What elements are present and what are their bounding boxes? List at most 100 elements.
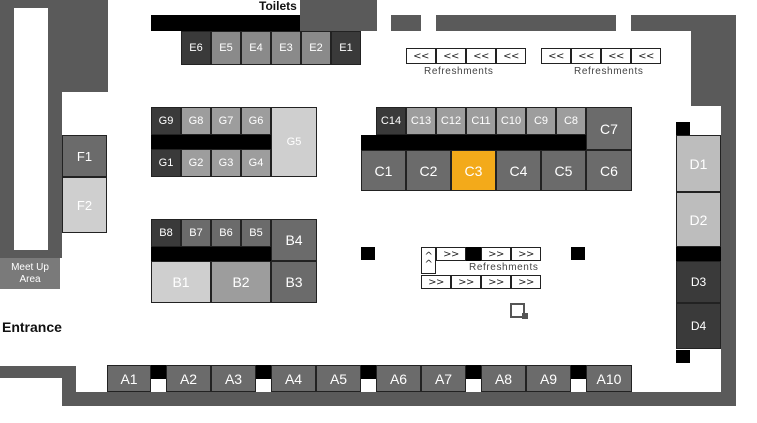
booth-c12[interactable]: C12 [436, 107, 466, 135]
left-arrow: << [571, 48, 601, 64]
booth-g7[interactable]: G7 [211, 107, 241, 135]
refreshments-label: Refreshments [469, 262, 539, 273]
wall-meetup-strip [0, 250, 60, 258]
right-arrow: >> [436, 247, 466, 261]
toilets-label-box [258, 0, 300, 13]
wall-top-left-band [14, 0, 62, 8]
booth-f1[interactable]: F1 [62, 135, 107, 177]
wall-top-left [0, 0, 14, 258]
booth-c6[interactable]: C6 [586, 150, 632, 191]
booth-g3[interactable]: G3 [211, 149, 241, 177]
a-divider [256, 365, 271, 379]
booth-c4[interactable]: C4 [496, 150, 541, 191]
b-divider [151, 247, 271, 261]
booth-b7[interactable]: B7 [181, 219, 211, 247]
booth-b6[interactable]: B6 [211, 219, 241, 247]
right-arrow: >> [481, 247, 511, 261]
booth-c11[interactable]: C11 [466, 107, 496, 135]
a-divider [571, 365, 586, 379]
booth-a1[interactable]: A1 [107, 365, 151, 392]
wall-toilets-right [300, 0, 377, 31]
pillar [466, 247, 481, 261]
booth-c10[interactable]: C10 [496, 107, 526, 135]
booth-g9[interactable]: G9 [151, 107, 181, 135]
entrance-label: Entrance [2, 319, 62, 335]
booth-d1[interactable]: D1 [676, 135, 721, 192]
booth-b8[interactable]: B8 [151, 219, 181, 247]
booth-a8[interactable]: A8 [481, 365, 526, 392]
booth-f2[interactable]: F2 [62, 177, 107, 233]
toilets-bar [151, 15, 300, 31]
a-divider [151, 365, 166, 379]
pillar [676, 350, 690, 363]
left-arrow: << [496, 48, 526, 64]
booth-c2[interactable]: C2 [406, 150, 451, 191]
booth-e1[interactable]: E1 [331, 31, 361, 65]
wall-bottom [62, 392, 736, 406]
booth-b5[interactable]: B5 [241, 219, 271, 247]
booth-c1[interactable]: C1 [361, 150, 406, 191]
pillar [571, 247, 585, 260]
booth-c8[interactable]: C8 [556, 107, 586, 135]
c-divider [361, 135, 586, 150]
booth-g4[interactable]: G4 [241, 149, 271, 177]
booth-a9[interactable]: A9 [526, 365, 571, 392]
booth-b1[interactable]: B1 [151, 261, 211, 303]
booth-a2[interactable]: A2 [166, 365, 211, 392]
booth-b2[interactable]: B2 [211, 261, 271, 303]
booth-b3[interactable]: B3 [271, 261, 317, 303]
booth-c9[interactable]: C9 [526, 107, 556, 135]
booth-a6[interactable]: A6 [376, 365, 421, 392]
booth-a7[interactable]: A7 [421, 365, 466, 392]
booth-d3[interactable]: D3 [676, 261, 721, 303]
wall-left-upper [48, 0, 62, 258]
left-arrow: << [541, 48, 571, 64]
booth-b4[interactable]: B4 [271, 219, 317, 261]
g-divider [151, 135, 271, 149]
wall-bottom-left [0, 366, 62, 378]
booth-e4[interactable]: E4 [241, 31, 271, 65]
pillar [361, 247, 375, 260]
refreshments-label: Refreshments [424, 66, 494, 77]
booth-c14[interactable]: C14 [376, 107, 406, 135]
meetup-area[interactable]: Meet Up Area [0, 258, 60, 289]
booth-e3[interactable]: E3 [271, 31, 301, 65]
toilets-label: Toilets [259, 0, 297, 13]
booth-g2[interactable]: G2 [181, 149, 211, 177]
booth-g6[interactable]: G6 [241, 107, 271, 135]
booth-c7[interactable]: C7 [586, 107, 632, 150]
booth-g1[interactable]: G1 [151, 149, 181, 177]
booth-a3[interactable]: A3 [211, 365, 256, 392]
left-arrow: << [436, 48, 466, 64]
booth-g5[interactable]: G5 [271, 107, 317, 177]
left-arrow: << [406, 48, 436, 64]
left-arrow: << [631, 48, 661, 64]
wall-top-mid-1 [391, 15, 421, 31]
a-divider [466, 365, 481, 379]
bin-icon-corner [522, 313, 528, 319]
meetup-label-2: Area [19, 273, 41, 285]
booth-a4[interactable]: A4 [271, 365, 316, 392]
booth-g8[interactable]: G8 [181, 107, 211, 135]
booth-c13[interactable]: C13 [406, 107, 436, 135]
booth-d4[interactable]: D4 [676, 303, 721, 349]
d-divider [676, 247, 721, 261]
right-arrow: >> [511, 275, 541, 289]
left-arrow: << [466, 48, 496, 64]
booth-c5[interactable]: C5 [541, 150, 586, 191]
booth-e5[interactable]: E5 [211, 31, 241, 65]
wall-left-gap [14, 0, 48, 258]
meetup-label: Meet Up [11, 261, 49, 273]
booth-a5[interactable]: A5 [316, 365, 361, 392]
booth-a10[interactable]: A10 [586, 365, 632, 392]
booth-d2[interactable]: D2 [676, 192, 721, 247]
refreshments-label: Refreshments [574, 66, 644, 77]
pillar [676, 122, 690, 135]
wall-right-top [691, 15, 736, 106]
booth-e2[interactable]: E2 [301, 31, 331, 65]
wall-top-left-corner [62, 0, 108, 92]
booth-e6[interactable]: E6 [181, 31, 211, 65]
c-left-spacer [361, 107, 376, 135]
right-arrow: >> [481, 275, 511, 289]
booth-c3[interactable]: C3 [451, 150, 496, 191]
